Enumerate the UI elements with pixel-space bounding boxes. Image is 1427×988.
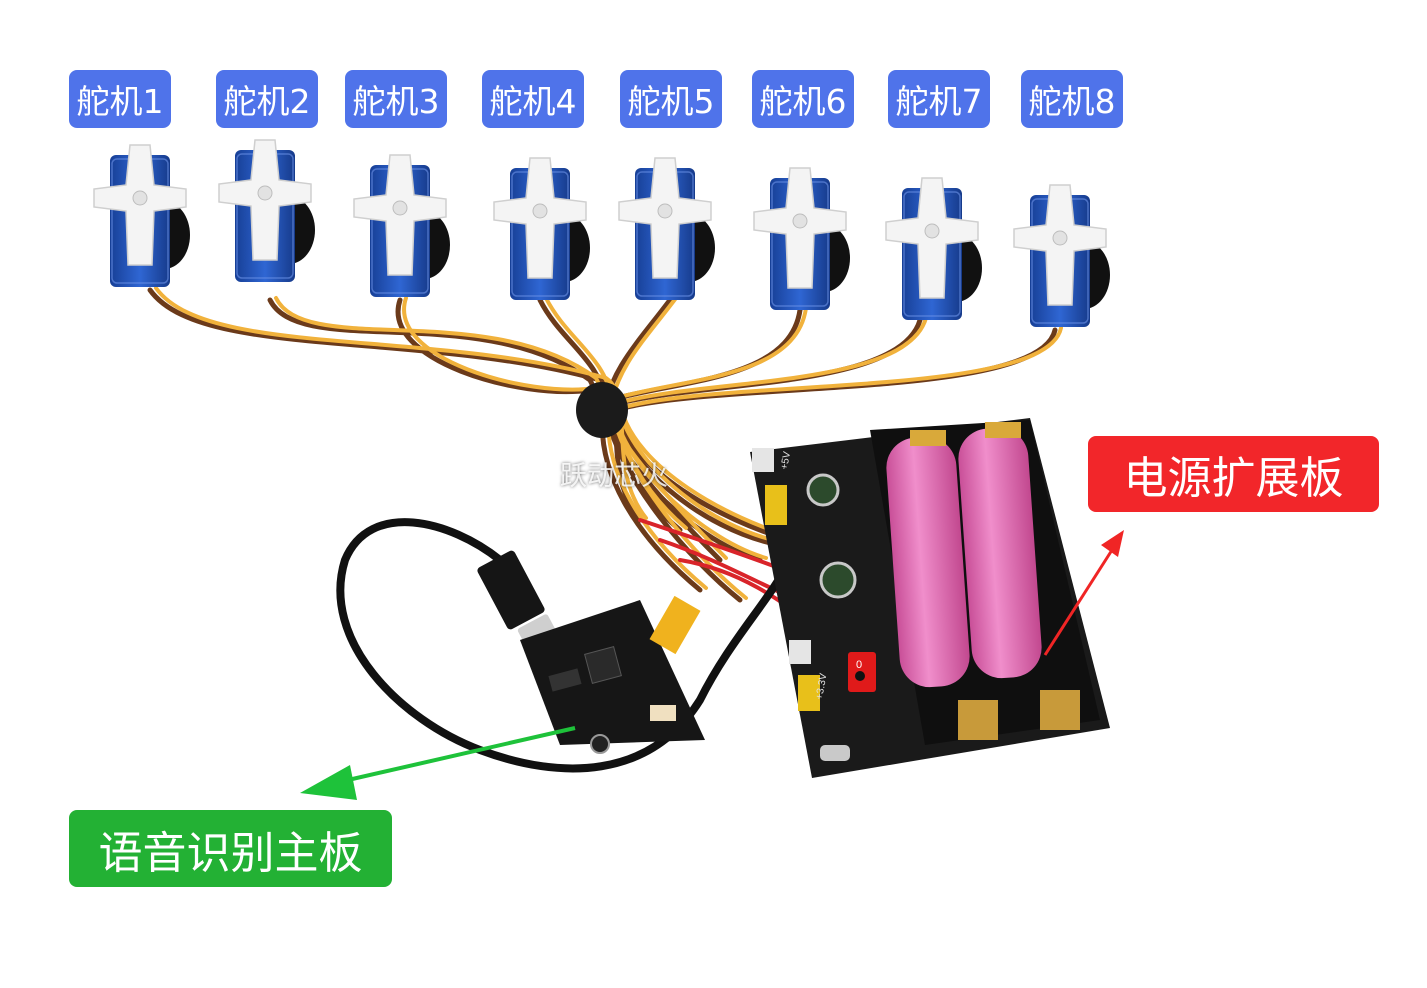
servo-6 [753, 167, 851, 311]
cable-bundle [576, 382, 628, 438]
servo-7 [885, 177, 983, 321]
silkscreen-3v3: +3.3V [814, 672, 829, 700]
silkscreen-5v: +5V [779, 450, 793, 470]
voice-board [520, 595, 705, 754]
chip [548, 668, 582, 692]
servo-4 [493, 157, 591, 301]
callout-arrows [300, 530, 1124, 800]
servo-row [93, 139, 1111, 328]
servo-label-4: 舵机4 [482, 70, 584, 128]
servo-label-8: 舵机8 [1021, 70, 1123, 128]
servo-label-5: 舵机5 [620, 70, 722, 128]
servo-5 [618, 157, 716, 301]
voice-board-label: 语音识别主板 [69, 810, 392, 887]
servo-label-2: 舵机2 [216, 70, 318, 128]
arrow-head-green [300, 765, 357, 800]
microphone [590, 734, 610, 754]
servo-label-6: 舵机6 [752, 70, 854, 128]
servo-label-1: 舵机1 [69, 70, 171, 128]
servo-8 [1013, 184, 1111, 328]
pin-header [765, 485, 787, 525]
arrow-head-red [1101, 530, 1124, 557]
switch-mark: 0 [856, 659, 862, 671]
chip [584, 646, 622, 684]
capacitor [806, 473, 840, 507]
power-board: +5V +3.3V 0 [750, 418, 1110, 778]
pin-header [649, 595, 701, 655]
power-board-arrow [1043, 549, 1114, 656]
servo-2 [218, 139, 316, 283]
power-board-label: 电源扩展板 [1088, 436, 1379, 512]
capacitor [819, 561, 857, 599]
servo-label-7: 舵机7 [888, 70, 990, 128]
voice-board-arrow [334, 726, 576, 785]
watermark: 跃动芯火 [560, 461, 668, 492]
connector [650, 705, 676, 721]
servo-1 [93, 144, 191, 288]
battery-cell-2 [958, 427, 1042, 679]
servo-3 [353, 154, 451, 298]
battery-cell-1 [886, 436, 970, 688]
usb-c-port [820, 745, 850, 761]
pin-header [798, 675, 820, 711]
servo-label-3: 舵机3 [345, 70, 447, 128]
